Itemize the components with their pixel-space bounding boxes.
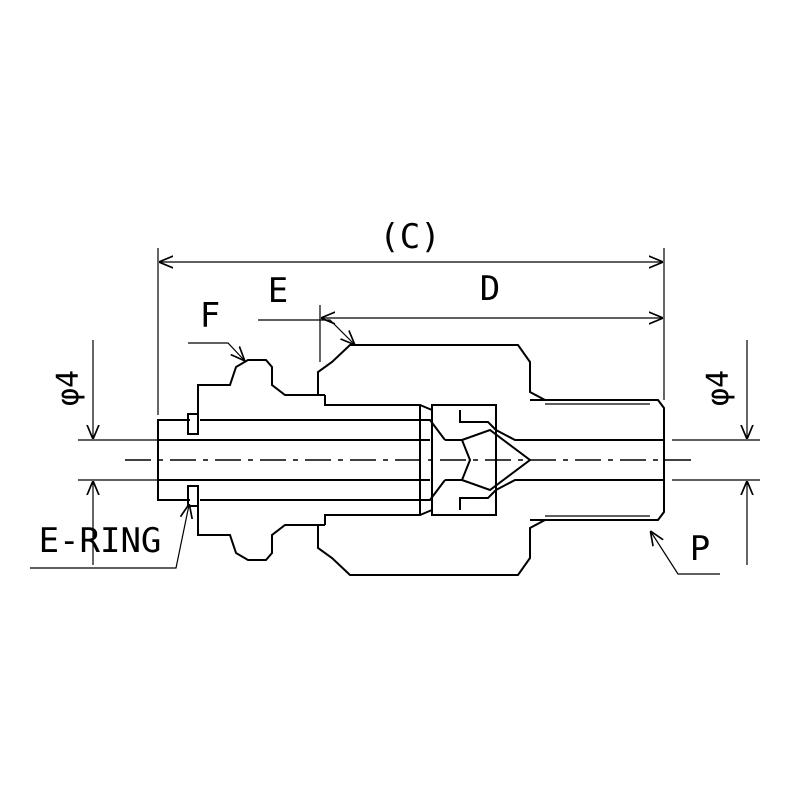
dimension-e-label: E	[268, 271, 288, 311]
dimension-p-label: P	[690, 529, 710, 569]
dimension-c: (C)	[157, 217, 665, 415]
main-hex-body	[285, 344, 665, 576]
dimension-d-label: D	[480, 269, 500, 309]
e-ring-callout: E-RING	[30, 505, 189, 569]
left-diameter-label: φ4	[51, 370, 86, 406]
left-diameter-dimension: φ4	[51, 340, 162, 565]
right-diameter-label: φ4	[701, 370, 736, 406]
dimension-f: F	[188, 296, 244, 360]
inner-sleeve	[419, 404, 664, 516]
left-hex-nut	[197, 359, 325, 561]
left-stem	[157, 419, 446, 501]
e-ring-label: E-RING	[39, 521, 162, 561]
dimension-d: D	[319, 269, 662, 362]
fitting-body	[157, 344, 665, 576]
dimension-c-label: (C)	[379, 217, 440, 257]
dimension-p: P	[651, 529, 720, 575]
dimension-e: E	[258, 271, 354, 344]
dimension-f-label: F	[200, 296, 220, 336]
e-ring	[187, 413, 199, 507]
right-diameter-dimension: φ4	[672, 340, 760, 565]
